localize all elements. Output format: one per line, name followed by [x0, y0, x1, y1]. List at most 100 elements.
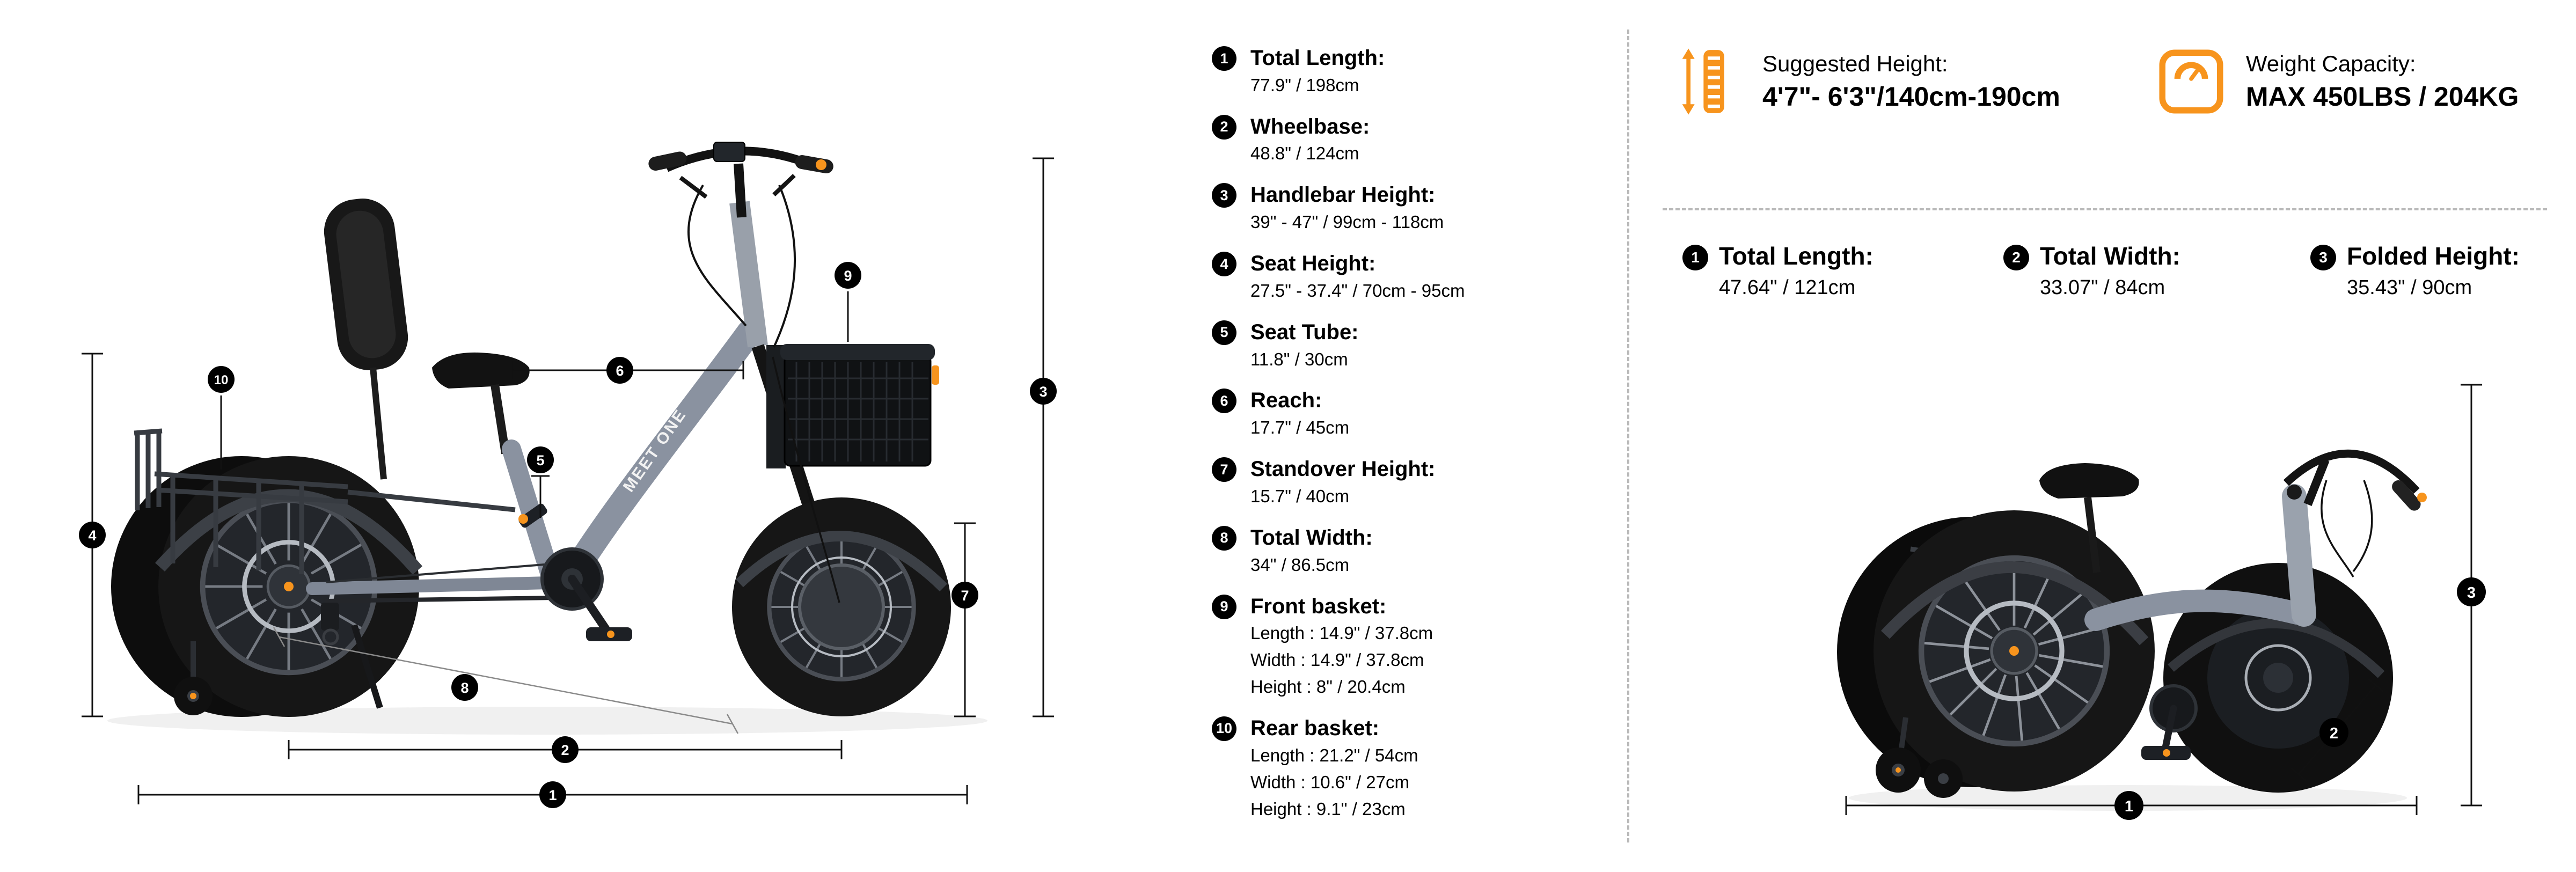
spec-value: Length : 14.9" / 37.8cm [1250, 623, 1433, 643]
folded-view-diagram: 1 2 3 [1795, 319, 2546, 856]
spec-badge: 2 [1212, 114, 1236, 140]
marker-8: 8 [451, 674, 478, 701]
folded-label: Total Length: [1719, 242, 1874, 270]
svg-text:9: 9 [844, 268, 852, 284]
spec-label: Reach: [1250, 389, 1322, 413]
folded-view-svg: 1 2 3 [1837, 384, 2486, 820]
svg-text:7: 7 [961, 588, 969, 604]
hub-motor [798, 563, 885, 650]
spec-value: 15.7" / 40cm [1250, 486, 1350, 506]
spec-label: Seat Height: [1250, 252, 1376, 276]
spec-label: Total Width: [1250, 525, 1373, 549]
svg-text:4: 4 [88, 527, 96, 544]
side-view-diagram: MEET ONE [32, 24, 1181, 845]
spec-item-front-basket: 9 Front basket: Length : 14.9" / 37.8cm … [1212, 594, 1636, 699]
side-view-svg: MEET ONE [79, 142, 1057, 808]
trike-side-illustration: MEET ONE [111, 142, 951, 717]
marker-9: 9 [835, 262, 861, 289]
spec-badge: 6 [1212, 389, 1236, 414]
side-markers: 1 2 3 4 5 6 7 8 9 10 [79, 262, 1057, 808]
folded-specs: 1 Total Length: 47.64" / 121cm 2 Total W… [1682, 243, 2520, 299]
backrest [324, 199, 408, 370]
svg-text:6: 6 [616, 363, 624, 379]
marker-10: 10 [208, 366, 235, 393]
folded-marker-1: 1 [2114, 791, 2143, 820]
spec-badge: 10 [1212, 716, 1236, 741]
svg-text:2: 2 [2330, 725, 2338, 742]
spec-value: 77.9" / 198cm [1250, 75, 1359, 95]
spec-value: Height : 9.1" / 23cm [1250, 798, 1406, 819]
spec-item-handlebar-height: 3 Handlebar Height: 39" - 47" / 99cm - 1… [1212, 183, 1636, 234]
weight-scale-icon [2157, 47, 2226, 116]
svg-text:10: 10 [214, 373, 229, 387]
spec-item-standover-height: 7 Standover Height: 15.7" / 40cm [1212, 457, 1636, 508]
spec-label: Rear basket: [1250, 716, 1380, 740]
frame-logo: MEET ONE [620, 406, 690, 495]
svg-text:1: 1 [2125, 798, 2133, 815]
spec-item-wheelbase: 2 Wheelbase: 48.8" / 124cm [1212, 114, 1636, 166]
folded-total-width: 2 Total Width: 33.07" / 84cm [2003, 243, 2180, 299]
folded-label: Folded Height: [2347, 242, 2520, 270]
ground-shadow [107, 707, 987, 735]
spec-value: 27.5" - 37.4" / 70cm - 95cm [1250, 280, 1465, 301]
height-ruler-icon [1673, 47, 1742, 116]
spec-badge: 7 [1212, 457, 1236, 482]
spec-label: Handlebar Height: [1250, 183, 1436, 207]
svg-text:3: 3 [2467, 584, 2476, 602]
handlebar [648, 142, 840, 603]
spec-item-total-length: 1 Total Length: 77.9" / 198cm [1212, 46, 1636, 97]
stabilizer-wheel [174, 641, 213, 715]
svg-text:8: 8 [460, 680, 469, 696]
folded-markers: 1 2 3 [2114, 577, 2486, 820]
svg-text:2: 2 [561, 742, 569, 758]
spec-badge: 1 [1212, 46, 1236, 71]
spec-badge: 3 [1212, 183, 1236, 208]
folded-value: 35.43" / 90cm [2347, 276, 2472, 299]
weight-capacity-value: MAX 450LBS / 204KG [2245, 82, 2519, 112]
spec-badge: 9 [1212, 594, 1236, 619]
folded-label: Total Width: [2040, 242, 2180, 270]
suggested-height-callout: Suggested Height: 4'7"- 6'3"/140cm-190cm [1673, 47, 2060, 116]
marker-1: 1 [539, 781, 566, 808]
spec-value: 34" / 86.5cm [1250, 554, 1350, 575]
svg-text:3: 3 [1039, 384, 1047, 400]
spec-badge: 8 [1212, 525, 1236, 551]
suggested-height-label: Suggested Height: [1762, 50, 1948, 76]
vertical-divider [1627, 30, 1629, 842]
spec-value: Width : 14.9" / 37.8cm [1250, 650, 1424, 670]
width-diagonal-line [273, 627, 739, 734]
front-fender [736, 531, 948, 592]
spec-value: 48.8" / 124cm [1250, 143, 1359, 164]
marker-3: 3 [1030, 378, 1057, 405]
spec-value: Length : 21.2" / 54cm [1250, 745, 1418, 765]
spec-item-seat-height: 4 Seat Height: 27.5" - 37.4" / 70cm - 95… [1212, 252, 1636, 303]
marker-2: 2 [552, 736, 579, 763]
horizontal-divider [1663, 208, 2547, 210]
kickstand [351, 624, 383, 709]
spec-item-total-width: 8 Total Width: 34" / 86.5cm [1212, 525, 1636, 577]
weight-capacity-callout: Weight Capacity: MAX 450LBS / 204KG [2157, 47, 2519, 116]
folded-value: 47.64" / 121cm [1719, 276, 1856, 299]
rider-specs: Suggested Height: 4'7"- 6'3"/140cm-190cm… [1673, 47, 2553, 116]
weight-capacity-label: Weight Capacity: [2245, 50, 2416, 76]
front-basket [766, 344, 939, 468]
svg-text:5: 5 [536, 452, 544, 468]
spec-item-seat-tube: 5 Seat Tube: 11.8" / 30cm [1212, 320, 1636, 371]
rear-rack [134, 428, 516, 574]
svg-text:1: 1 [548, 787, 557, 803]
spec-list: 1 Total Length: 77.9" / 198cm 2 Wheelbas… [1212, 46, 1636, 838]
spec-value: 39" - 47" / 99cm - 118cm [1250, 212, 1444, 232]
folded-badge: 2 [2003, 245, 2029, 270]
marker-6: 6 [606, 357, 633, 384]
spec-label: Front basket: [1250, 594, 1387, 618]
saddle [432, 352, 530, 389]
rear-fender [155, 489, 423, 575]
spec-value: Width : 10.6" / 27cm [1250, 772, 1410, 792]
folded-value: 33.07" / 84cm [2040, 276, 2165, 299]
spec-label: Total Length: [1250, 46, 1385, 70]
marker-7: 7 [952, 582, 978, 609]
spec-badge: 4 [1212, 252, 1236, 277]
crank-pedals [518, 503, 632, 641]
folded-badge: 1 [1682, 245, 1708, 270]
